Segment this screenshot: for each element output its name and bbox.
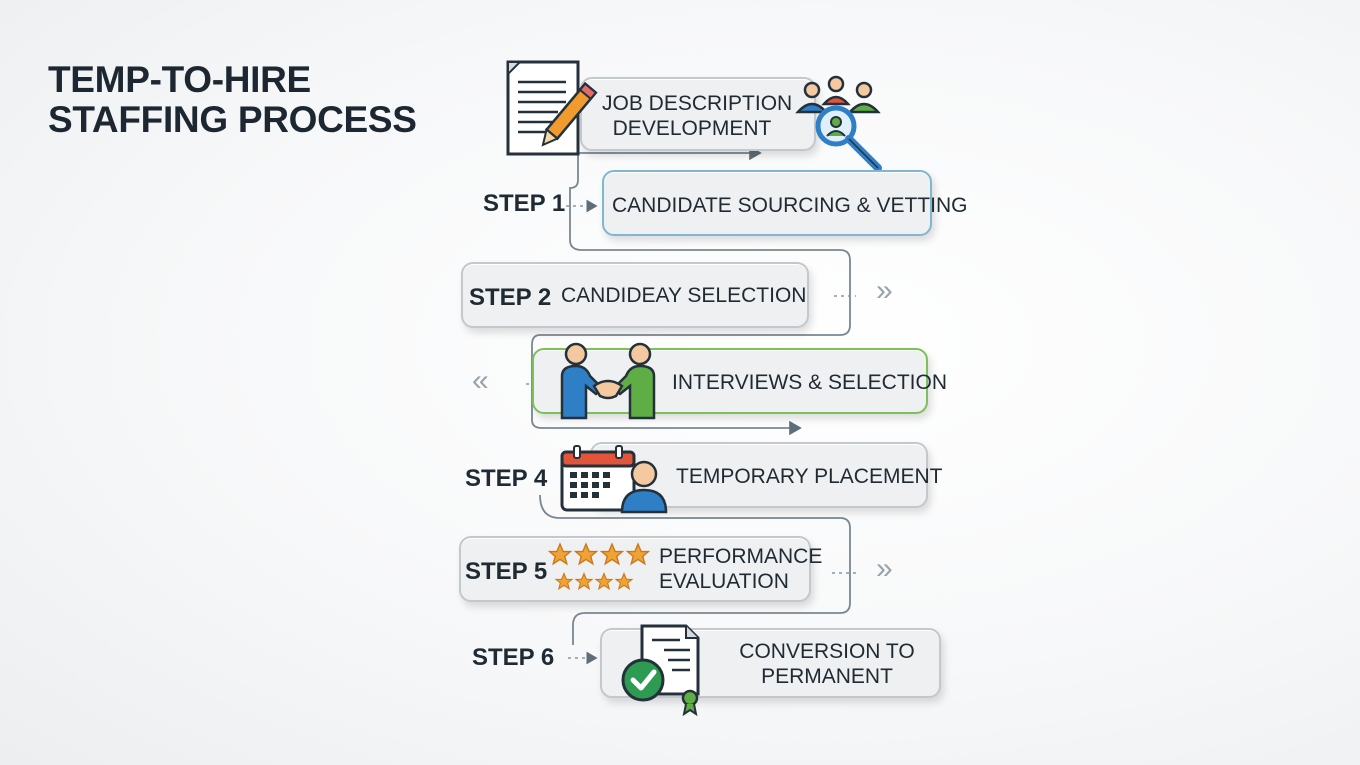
handshake-icon	[560, 342, 656, 420]
document-pencil-icon	[506, 60, 598, 156]
people-magnifier-icon	[795, 75, 882, 172]
performance-evaluation-line-2: EVALUATION	[659, 570, 789, 593]
job-description-label: JOB DESCRIPTION DEVELOPMENT	[602, 91, 793, 141]
certificate-check-icon	[621, 624, 700, 716]
stars-rating-icon	[548, 543, 650, 590]
conversion-label: CONVERSION TO PERMANENT	[712, 639, 942, 689]
interviews-card[interactable]: INTERVIEWS & SELECTION	[532, 348, 947, 414]
performance-evaluation-label: PERFORMANCE EVALUATION	[659, 544, 822, 594]
temporary-placement-label: TEMPORARY PLACEMENT	[676, 465, 943, 488]
step-4-label: STEP 4	[465, 465, 548, 492]
temporary-placement-card[interactable]: TEMPORARY PLACEMENT	[590, 442, 942, 508]
chevron-right-icon: »	[876, 274, 892, 307]
chevron-left-icon: «	[472, 364, 488, 397]
title-line-2: STAFFING PROCESS	[48, 99, 417, 140]
conversion-line-1: CONVERSION TO	[739, 640, 915, 663]
step-6-label: STEP 6	[472, 644, 555, 671]
candidate-selection-label: CANDIDEAY SELECTION	[561, 284, 807, 307]
chevron-right-icon-2: »	[876, 552, 892, 585]
calendar-person-icon	[560, 445, 668, 514]
title-line-1: TEMP-TO-HIRE	[48, 59, 311, 100]
performance-evaluation-card[interactable]: STEP 5 PERFORMANCE EVALUATION	[459, 536, 822, 602]
conversion-line-2: PERMANENT	[761, 665, 893, 688]
step-2-label: STEP 2	[469, 284, 552, 311]
candidate-selection-card[interactable]: STEP 2 CANDIDEAY SELECTION	[461, 262, 809, 328]
job-description-line-2: DEVELOPMENT	[612, 117, 772, 140]
step-5-label: STEP 5	[465, 558, 548, 585]
job-description-line-1: JOB DESCRIPTION	[602, 92, 793, 115]
step-1-label: STEP 1	[483, 190, 566, 217]
performance-evaluation-line-1: PERFORMANCE	[659, 545, 823, 568]
interviews-label: INTERVIEWS & SELECTION	[672, 371, 947, 394]
page-title: TEMP-TO-HIRE STAFFING PROCESS	[48, 60, 417, 140]
candidate-sourcing-label: CANDIDATE SOURCING & VETTING	[612, 194, 968, 217]
candidate-sourcing-card[interactable]: CANDIDATE SOURCING & VETTING	[602, 170, 968, 236]
job-description-card[interactable]: JOB DESCRIPTION DEVELOPMENT	[580, 77, 816, 151]
